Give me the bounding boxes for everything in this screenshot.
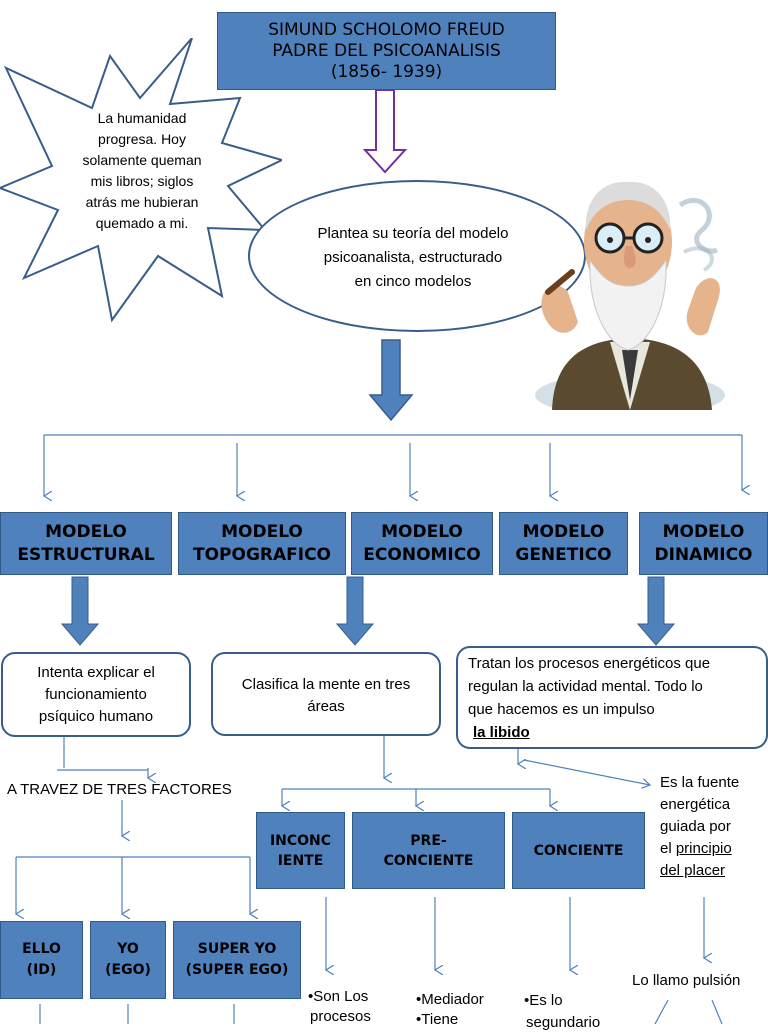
- consciente-notes: •Es lo segundario: [524, 992, 601, 1031]
- structural-down-arrow: [60, 576, 100, 646]
- factor-superyo-box: SUPER YO (SUPER EGO): [173, 921, 301, 999]
- area-inconsciente-box: INCONC IENTE: [256, 812, 345, 889]
- area-preconsciente-box: PRE- CONCIENTE: [352, 812, 505, 889]
- model-genetico-box: MODELO GENETICO: [499, 512, 628, 575]
- model-economico-box: MODELO ECONOMICO: [351, 512, 493, 575]
- inconsciente-notes: •Son Los procesos: [308, 988, 371, 1025]
- title-down-arrow: [362, 89, 408, 174]
- theory-down-arrow: [368, 339, 414, 422]
- factor-yo-box: YO (EGO): [90, 921, 166, 999]
- area-consciente-box: CONCIENTE: [512, 812, 645, 889]
- title-line-3: (1856- 1939): [330, 61, 443, 82]
- model-dinamico-box: MODELO DINAMICO: [639, 512, 768, 575]
- libido-note: Es la fuente energética guiada por el pr…: [660, 774, 740, 879]
- structural-description-box: Intenta explicar el funcionamiento psíqu…: [1, 652, 191, 737]
- dynamic-down-arrow: [636, 576, 676, 646]
- theory-text: Plantea su teoría del modelo psicoanalis…: [317, 225, 509, 290]
- title-line-1: SIMUND SCHOLOMO FREUD: [268, 19, 505, 40]
- factors-label: A TRAVEZ DE TRES FACTORES: [7, 781, 232, 798]
- freud-portrait-image: [535, 181, 725, 410]
- title-line-2: PADRE DEL PSICOANALISIS: [272, 40, 501, 61]
- dynamic-description-box: Tratan los procesos energéticos que regu…: [456, 646, 768, 749]
- topographic-down-arrow: [335, 576, 375, 646]
- topographic-description-box: Clasifica la mente en tres áreas: [211, 652, 441, 736]
- model-topografico-box: MODELO TOPOGRAFICO: [178, 512, 346, 575]
- factor-ello-box: ELLO (ID): [0, 921, 83, 999]
- libido-term: la libido: [473, 723, 530, 741]
- title-box: SIMUND SCHOLOMO FREUD PADRE DEL PSICOANA…: [217, 12, 556, 90]
- pulsion-label: Lo llamo pulsión: [632, 972, 741, 989]
- model-estructural-box: MODELO ESTRUCTURAL: [0, 512, 172, 575]
- quote-text: La humanidad progresa. Hoy solamente que…: [82, 110, 202, 231]
- preconsciente-notes: •Mediador •Tiene: [416, 991, 484, 1028]
- quote-starburst: [0, 38, 282, 323]
- theory-ellipse: [248, 180, 586, 332]
